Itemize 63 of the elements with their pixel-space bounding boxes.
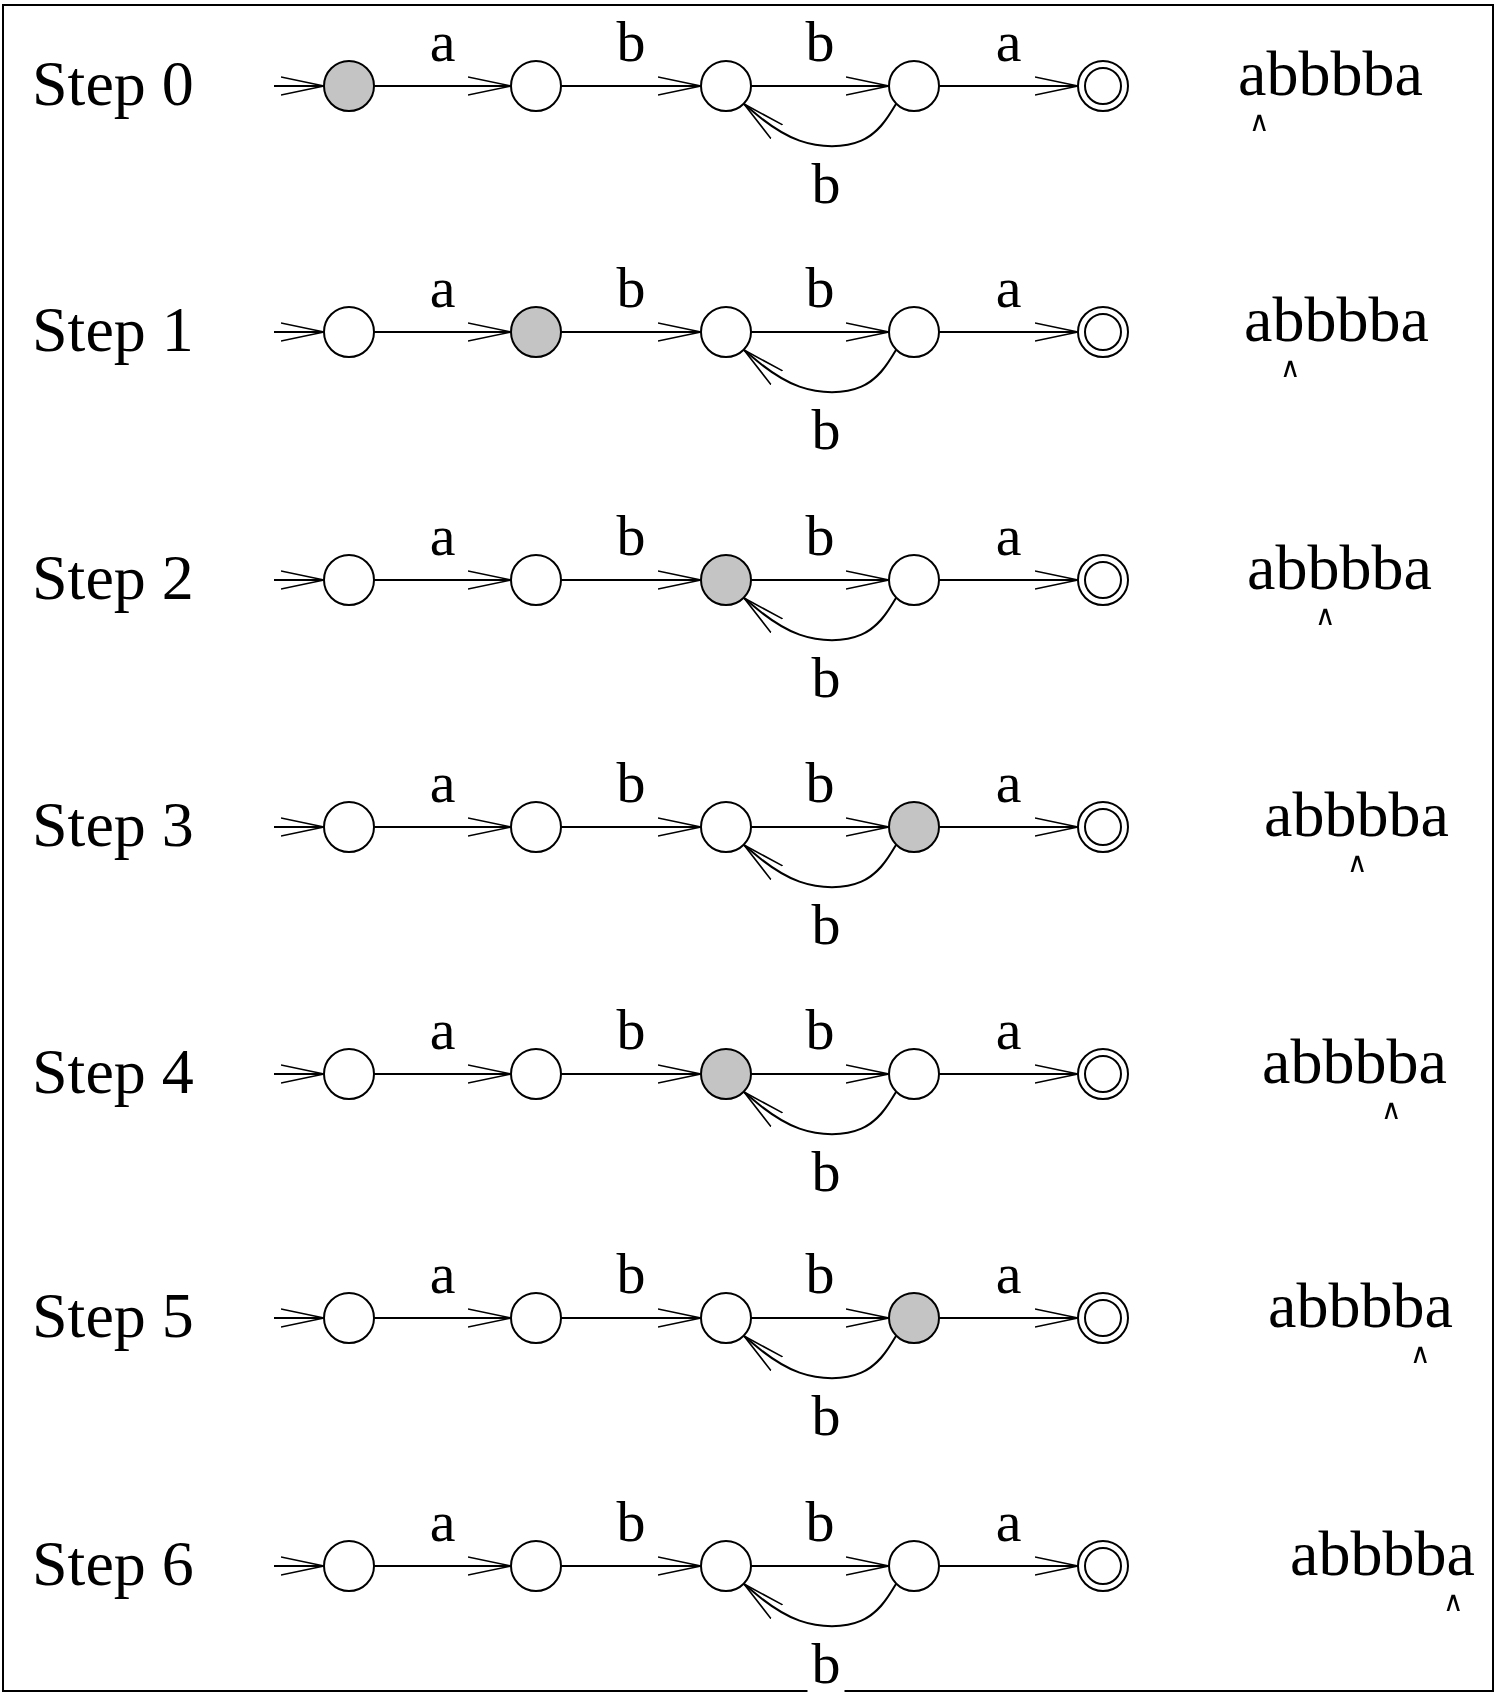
state-circle [322, 553, 376, 607]
state-circle [699, 800, 753, 854]
state-circle [887, 1539, 941, 1593]
state-circle [887, 553, 941, 607]
state-circle [887, 1291, 941, 1345]
state-circle [699, 553, 753, 607]
state-circle [1076, 1047, 1130, 1101]
caret-marker: ∧ [1442, 1588, 1464, 1616]
caret-marker: ∧ [1380, 1096, 1402, 1124]
state-circle [1076, 553, 1130, 607]
state-circle [322, 1539, 376, 1593]
state-circle [887, 305, 941, 359]
state-circle [887, 59, 941, 113]
state-circle [509, 305, 563, 359]
state-circle [322, 305, 376, 359]
state-circle [509, 1047, 563, 1101]
state-circle [509, 1539, 563, 1593]
state-circle [887, 1047, 941, 1101]
state-circle [322, 800, 376, 854]
transition-arrow [743, 349, 897, 394]
state-circle [509, 553, 563, 607]
state-circle [1076, 1539, 1130, 1593]
state-circle [322, 1291, 376, 1345]
state-circle [699, 1047, 753, 1101]
input-string: abbbba [1290, 1522, 1475, 1586]
caret-marker: ∧ [1279, 354, 1301, 382]
transition-arrow [743, 103, 897, 148]
state-circle [887, 800, 941, 854]
input-string: abbbba [1247, 536, 1432, 600]
transition-arrow [273, 322, 325, 342]
state-circle [699, 1539, 753, 1593]
transition-arrow [273, 1064, 325, 1084]
transition-arrow [743, 844, 897, 889]
transition-arrow [743, 597, 897, 642]
input-string: abbbba [1264, 783, 1449, 847]
transition-arrow [743, 1583, 897, 1628]
state-circle [509, 800, 563, 854]
input-string: abbbba [1244, 288, 1429, 352]
state-circle [509, 59, 563, 113]
caret-marker: ∧ [1347, 849, 1369, 877]
transition-arrow [273, 570, 325, 590]
state-circle [699, 305, 753, 359]
transition-arrow [273, 1308, 325, 1328]
transition-arrow [743, 1335, 897, 1380]
transition-arrow [273, 1556, 325, 1576]
state-circle [1076, 305, 1130, 359]
transition-arrow [273, 817, 325, 837]
state-circle [322, 59, 376, 113]
state-circle [509, 1291, 563, 1345]
state-circle [699, 59, 753, 113]
caret-marker: ∧ [1315, 602, 1337, 630]
caret-marker: ∧ [1409, 1340, 1431, 1368]
transition-arrow [273, 76, 325, 96]
state-circle [322, 1047, 376, 1101]
input-string: abbbba [1262, 1030, 1447, 1094]
caret-marker: ∧ [1249, 108, 1271, 136]
transition-arrow [743, 1091, 897, 1136]
state-circle [1076, 800, 1130, 854]
input-string: abbbba [1238, 42, 1423, 106]
state-circle [1076, 59, 1130, 113]
state-circle [1076, 1291, 1130, 1345]
input-string: abbbba [1268, 1274, 1453, 1338]
state-circle [699, 1291, 753, 1345]
